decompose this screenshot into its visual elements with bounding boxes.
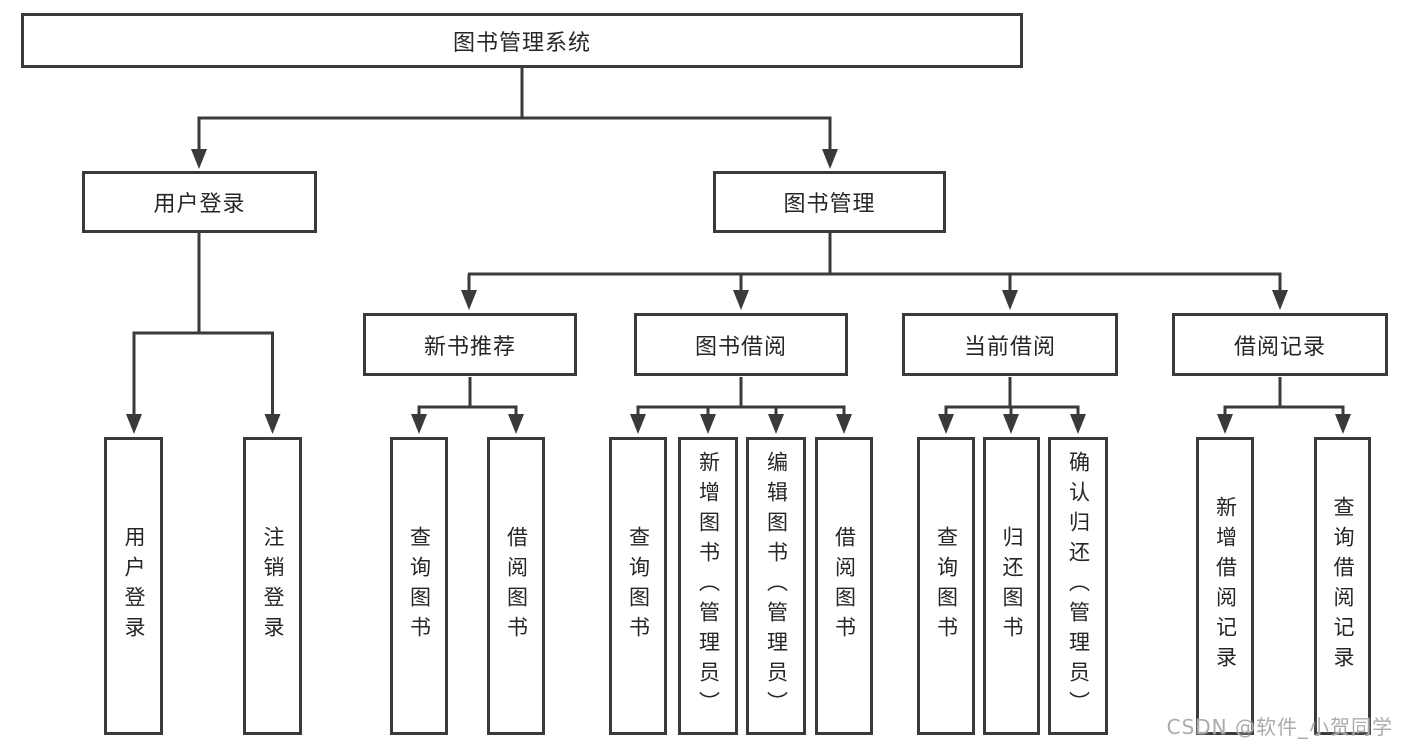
arrow-down-icon bbox=[630, 414, 646, 434]
arrow-down-icon bbox=[836, 414, 852, 434]
arrow-down-icon bbox=[938, 414, 954, 434]
connector-user-login-children bbox=[126, 233, 281, 434]
leaf-borrow-books-recommend: 借阅图书 bbox=[487, 437, 545, 735]
arrow-down-icon bbox=[733, 290, 749, 310]
leaf-query-books-current: 查询图书 bbox=[917, 437, 975, 735]
arrow-down-icon bbox=[264, 414, 281, 434]
leaf-borrow-books: 借阅图书 bbox=[815, 437, 873, 735]
arrow-down-icon bbox=[1272, 290, 1288, 310]
connector-new-book-recommend-children bbox=[411, 377, 524, 434]
node-current-borrow: 当前借阅 bbox=[902, 313, 1118, 376]
leaf-confirm-return-admin: 确认归还（管理员） bbox=[1048, 437, 1108, 735]
arrow-down-icon bbox=[126, 414, 142, 434]
arrow-down-icon bbox=[768, 414, 784, 434]
arrow-down-icon bbox=[700, 414, 716, 434]
arrow-down-icon bbox=[1070, 414, 1086, 434]
leaf-query-books-recommend: 查询图书 bbox=[390, 437, 448, 735]
leaf-return-book: 归还图书 bbox=[983, 437, 1040, 735]
connector-root-to-level2 bbox=[191, 68, 838, 169]
connector-borrow-records-children bbox=[1217, 377, 1351, 434]
arrow-down-icon bbox=[1217, 414, 1233, 434]
node-new-book-recommend: 新书推荐 bbox=[363, 313, 577, 376]
node-book-borrow: 图书借阅 bbox=[634, 313, 848, 376]
arrow-down-icon bbox=[1002, 290, 1018, 310]
leaf-query-borrow-record: 查询借阅记录 bbox=[1314, 437, 1371, 735]
leaf-query-books-borrow: 查询图书 bbox=[609, 437, 667, 735]
csdn-watermark: CSDN @软件_小贺同学 bbox=[1166, 715, 1393, 739]
leaf-add-borrow-record: 新增借阅记录 bbox=[1196, 437, 1254, 735]
arrow-down-icon bbox=[1003, 414, 1019, 434]
connector-current-borrow-children bbox=[938, 377, 1086, 434]
leaf-add-book-admin: 新增图书（管理员） bbox=[678, 437, 738, 735]
node-root: 图书管理系统 bbox=[21, 13, 1023, 68]
leaf-edit-book-admin: 编辑图书（管理员） bbox=[746, 437, 806, 735]
node-user-login: 用户登录 bbox=[82, 171, 317, 233]
node-book-management: 图书管理 bbox=[713, 171, 946, 233]
arrow-down-icon bbox=[461, 290, 477, 310]
arrow-down-icon bbox=[508, 414, 524, 434]
connector-book-management-children bbox=[461, 233, 1288, 310]
connector-book-borrow-children bbox=[630, 377, 852, 434]
leaf-logout: 注销登录 bbox=[243, 437, 302, 735]
arrow-down-icon bbox=[1335, 414, 1351, 434]
arrow-down-icon bbox=[822, 149, 838, 169]
arrow-down-icon bbox=[191, 149, 207, 169]
leaf-user-login: 用户登录 bbox=[104, 437, 163, 735]
node-borrow-records: 借阅记录 bbox=[1172, 313, 1388, 376]
arrow-down-icon bbox=[411, 414, 427, 434]
